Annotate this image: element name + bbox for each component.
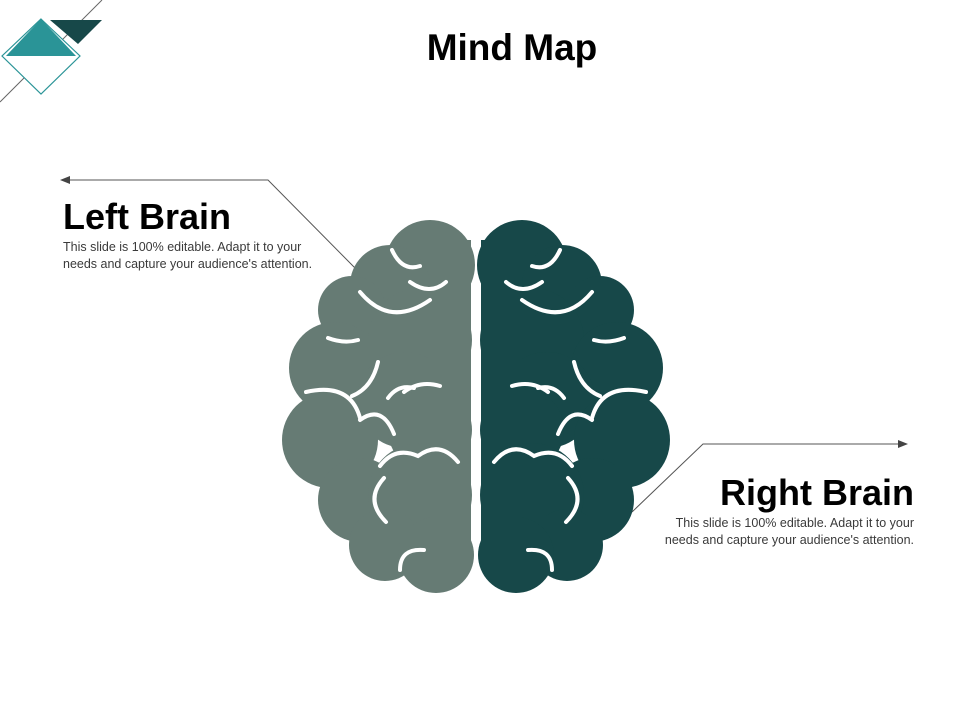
teal-triangle-decor <box>6 19 76 56</box>
left-hemisphere <box>282 220 475 593</box>
left-brain-heading: Left Brain <box>63 196 232 237</box>
brain-illustration <box>282 220 670 593</box>
arrow-left-icon <box>60 176 70 184</box>
corner-diamond-decor <box>0 0 103 103</box>
left-connector-line <box>66 179 356 269</box>
right-brain-description: This slide is 100% editable. Adapt it to… <box>664 516 914 547</box>
left-brain-block: Left Brain This slide is 100% editable. … <box>63 197 323 273</box>
right-brain-heading: Right Brain <box>720 472 914 513</box>
left-brain-description: This slide is 100% editable. Adapt it to… <box>63 240 313 271</box>
dark-triangle-decor <box>50 20 102 44</box>
arrow-right-icon <box>898 440 908 448</box>
brain-fold-lines <box>304 248 648 572</box>
page-title: Mind Map <box>426 27 598 68</box>
outline-diamond-decor <box>1 18 81 95</box>
right-brain-block: Right Brain This slide is 100% editable.… <box>640 473 914 549</box>
right-connector-line <box>631 443 902 513</box>
